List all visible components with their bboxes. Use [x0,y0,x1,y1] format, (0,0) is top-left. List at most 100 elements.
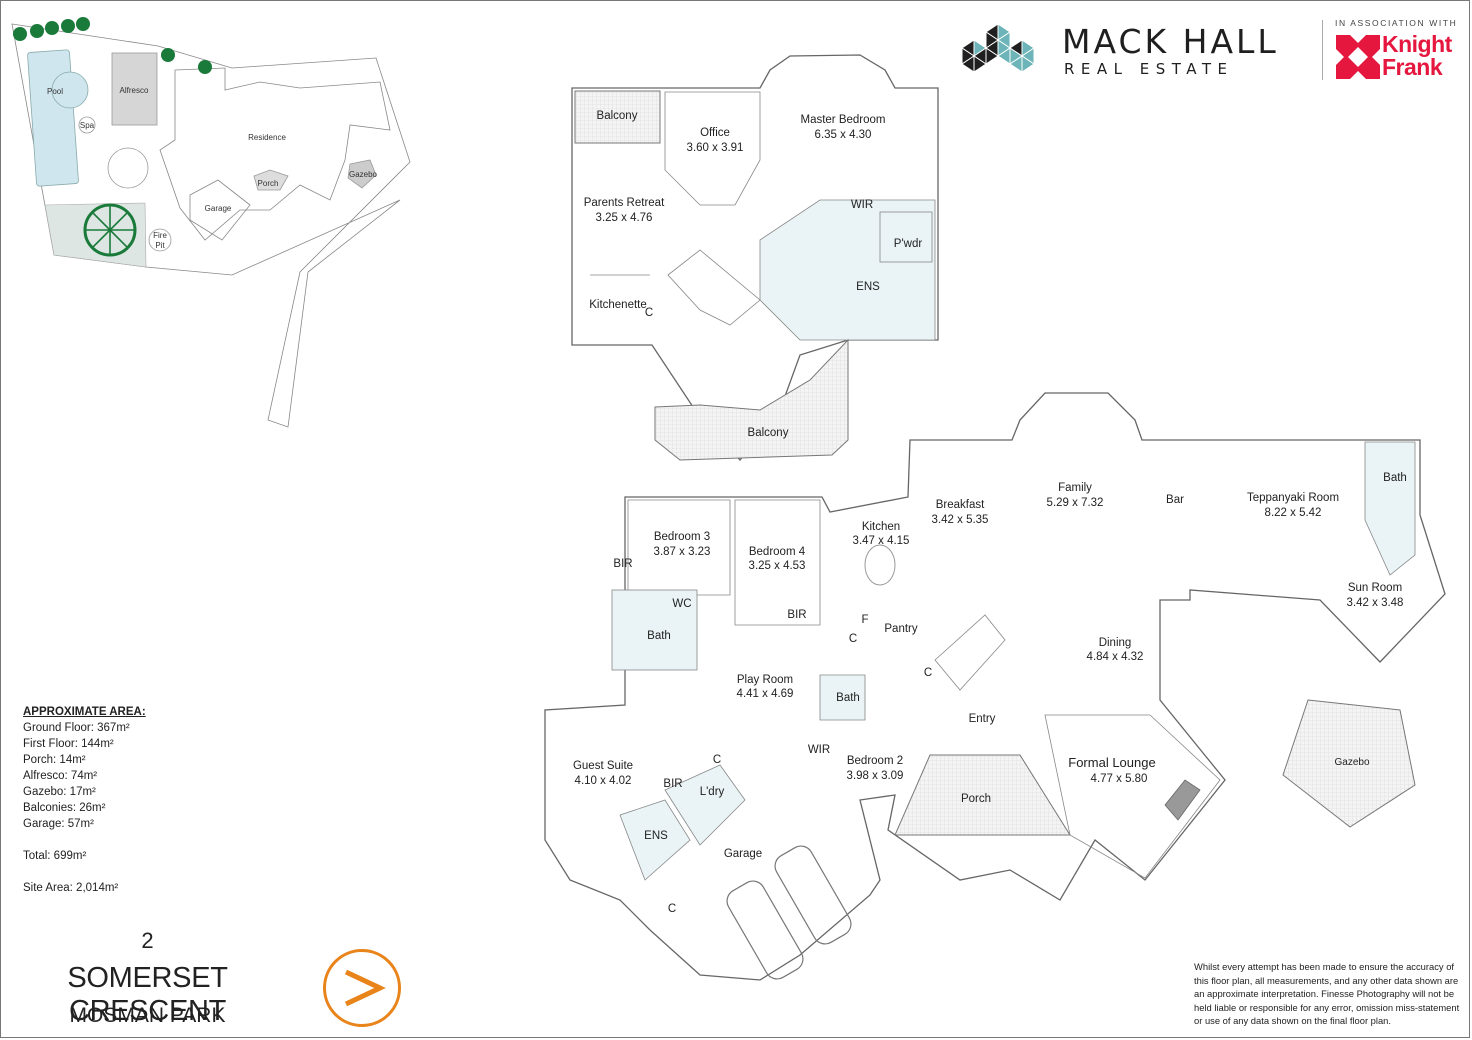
room-label: WC [672,598,691,610]
bedroom-4-walls [734,499,821,626]
room-label: Bedroom 2 [847,755,903,767]
room-dims: 3.42 x 5.35 [932,514,989,526]
room-label: BIR [613,558,632,570]
next-button[interactable] [323,949,401,1027]
room-label: Parents Retreat [584,197,665,209]
site-label-fire-pit: Fire [153,231,167,240]
room-dims: 3.98 x 3.09 [847,770,904,782]
room-label: Garage [724,848,762,860]
area-summary: APPROXIMATE AREA: Ground Floor: 367m² Fi… [23,704,146,896]
room-dims: 3.47 x 4.15 [853,535,910,547]
room-label: WIR [851,199,873,211]
room-dims: 4.10 x 4.02 [575,775,632,787]
room-label: Porch [961,793,991,805]
room-label: Breakfast [936,499,985,511]
room-label: Teppanyaki Room [1247,492,1339,504]
site-plan: Pool Spa Alfresco Residence Gazebo Porch… [11,17,411,428]
room-label: C [645,307,653,319]
stairs-first [667,249,761,326]
office-walls [664,91,761,206]
room-labels: Balcony Office 3.60 x 3.91 Master Bedroo… [573,110,1407,915]
room-label: L'dry [700,786,725,798]
room-label: C [849,633,857,645]
area-line: First Floor: 144m² [23,738,114,750]
bedroom-3-walls [627,499,731,596]
room-label: Guest Suite [573,760,633,772]
courtyard [107,147,149,189]
room-dims: 3.87 x 3.23 [654,546,711,558]
room-dims: 4.41 x 4.69 [737,688,794,700]
kitchen-table [864,544,896,586]
tree-large-icon [83,203,137,257]
formal-lounge-walls [1044,714,1221,879]
fireplace [1164,779,1201,821]
room-label: Family [1058,482,1092,494]
fire-pit [148,228,172,252]
gazebo-detached [1282,699,1416,828]
ground-floor-plan [544,392,1446,981]
garden-bed [44,202,147,268]
site-label-porch: Porch [258,179,279,188]
area-line: Balconies: 26m² [23,802,106,814]
area-total: Total: 699m² [23,850,87,862]
partner-name-line1: Knight [1382,31,1452,57]
site-label-residence: Residence [248,133,286,142]
association-text: IN ASSOCIATION WITH [1335,18,1458,28]
ensuite-guest [619,799,691,881]
site-label-garage: Garage [205,204,232,213]
room-label: Bedroom 3 [654,531,710,543]
agency-name: MACK HALL [1062,22,1279,61]
room-label: Balcony [748,427,789,439]
pwdr [879,211,933,263]
room-dims: 3.60 x 3.91 [687,142,744,154]
mack-hall-logo-icon [961,23,1035,73]
spa [78,116,96,134]
room-dims: 4.84 x 4.32 [1087,651,1144,663]
room-label: Gazebo [1334,757,1369,768]
garage-site [189,179,251,241]
ground-floor-outline [544,392,1446,981]
site-gazebo [347,159,377,189]
room-label: WIR [808,744,830,756]
first-floor-outline [571,54,939,462]
teppanyaki-bath [1364,441,1416,576]
site-label-fire-pit-2: Pit [155,241,165,250]
room-label: Pantry [884,623,917,635]
room-dims: 3.42 x 3.48 [1347,597,1404,609]
room-label: Kitchen [862,521,900,533]
room-label: Bar [1166,494,1184,506]
disclaimer-text: Whilst every attempt has been made to en… [1194,961,1460,1027]
stairs-ground [934,614,1006,691]
pool [27,49,79,187]
room-dims: 5.29 x 7.32 [1047,497,1104,509]
first-balcony-front [654,338,849,461]
site-boundary [11,23,411,428]
room-label: C [924,667,932,679]
site-porch [253,169,289,191]
partner-name: Knight Frank [1382,33,1452,79]
room-dims: 4.77 x 5.80 [1091,773,1148,785]
address-street: SOMERSET CRESCENT [67,962,228,1027]
site-label-gazebo: Gazebo [349,170,378,179]
alfresco [111,52,158,126]
site-area: Site Area: 2,014m² [23,882,119,894]
site-label-pool: Pool [47,87,63,96]
room-label: BIR [663,778,682,790]
bath-bed2 [819,674,866,721]
room-label: ENS [856,281,880,293]
hedge-trees-icon [13,17,212,74]
room-label: Dining [1099,637,1132,649]
chevron-right-icon [344,969,386,1007]
room-label: Sun Room [1348,582,1402,594]
room-label: C [713,754,721,766]
room-label: BIR [787,609,806,621]
header-logos: MACK HALL REAL ESTATE IN ASSOCIATION WIT… [950,18,1465,86]
logo-divider [1322,20,1323,80]
room-label: ENS [644,830,668,842]
address-suburb: MOSMAN PARK [69,1004,226,1027]
room-label: Formal Lounge [1068,755,1155,770]
room-label: Bedroom 4 [749,546,806,558]
partner-name-line2: Frank [1382,54,1443,80]
